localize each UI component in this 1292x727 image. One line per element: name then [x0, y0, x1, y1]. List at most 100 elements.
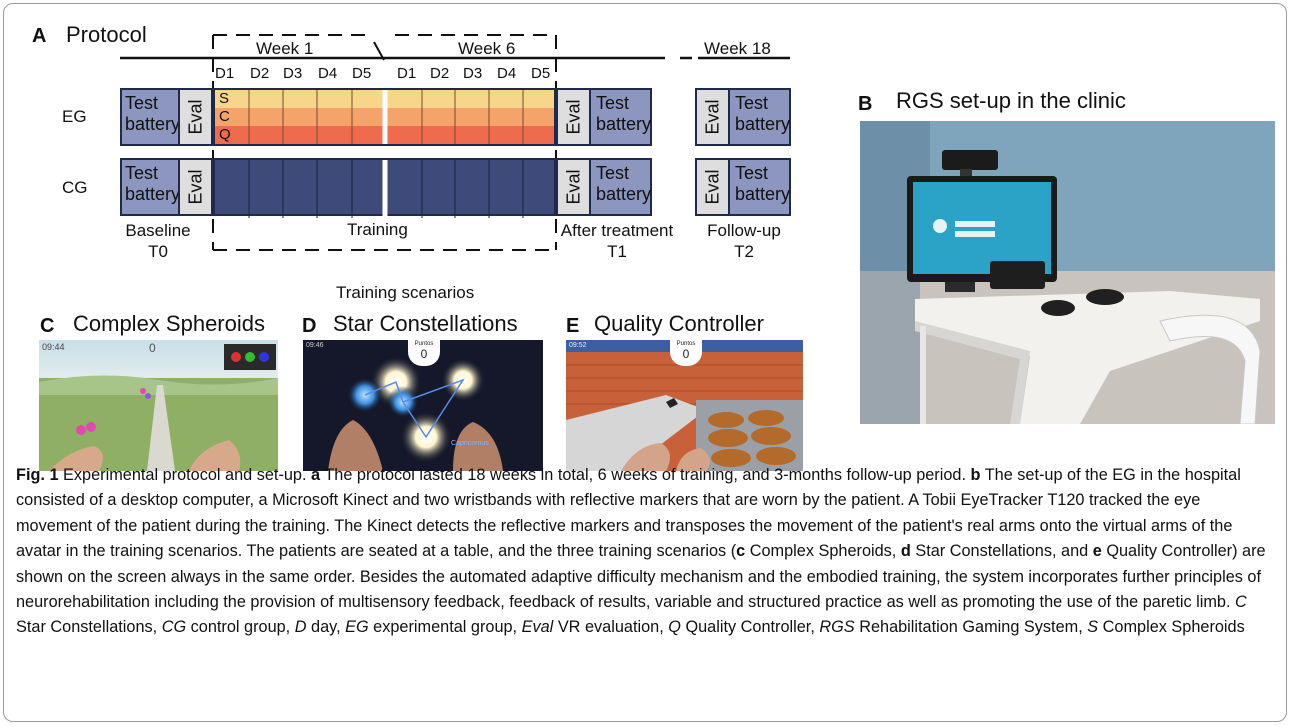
game-timer: 09:52	[569, 342, 587, 349]
abbr-key: CG	[161, 618, 187, 637]
protocol-lines	[120, 34, 790, 251]
eg-eval-t0: Eval	[178, 88, 213, 146]
day-label: D4	[318, 65, 338, 82]
game-timer: 09:46	[306, 342, 324, 349]
caption-text-c: Complex Spheroids,	[745, 542, 901, 561]
panel-a-title: Protocol	[66, 22, 147, 47]
test-text: Test	[735, 163, 769, 183]
day-label: D2	[250, 65, 270, 82]
eval-text: Eval	[702, 99, 722, 135]
battery-text: battery	[125, 184, 181, 204]
abbr-key: Q	[668, 618, 681, 637]
caption-ref-e: e	[1092, 542, 1102, 561]
quality-controller-screenshot: Puntos 0 09:52	[566, 340, 803, 471]
week1-label: Week 1	[256, 39, 314, 58]
eg-eval-t2: Eval	[695, 88, 730, 146]
test-text: Test	[735, 93, 769, 113]
cg-eval-t1: Eval	[556, 158, 591, 216]
day-label: D5	[531, 65, 551, 82]
eg-eval-t1: Eval	[556, 88, 591, 146]
abbr-value: Rehabilitation Gaming System,	[854, 618, 1088, 637]
points-badge: Puntos 0	[408, 340, 440, 366]
abbr-key: S	[1087, 618, 1099, 637]
abbr-value: control group,	[186, 618, 295, 637]
panel-b-title: RGS set-up in the clinic	[896, 88, 1126, 113]
abbr-value: VR evaluation,	[553, 618, 669, 637]
caption-ref-c: c	[736, 542, 746, 561]
test-text: Test	[125, 163, 159, 183]
caption-ref-a: a	[311, 466, 321, 484]
caption-intro: Experimental protocol and set-up.	[58, 466, 312, 484]
cg-eval-t0: Eval	[178, 158, 213, 216]
caption-ref-d: d	[900, 542, 911, 561]
panel-d-letter: D	[302, 315, 317, 337]
panel-d-title: Star Constellations	[333, 311, 518, 336]
test-text: Test	[596, 93, 630, 113]
constellation-name: Capricornus	[451, 440, 489, 447]
caption-ref-b: b	[970, 466, 981, 484]
panel-a-letter: A	[32, 25, 47, 47]
abbr-value: day,	[306, 618, 346, 637]
caption-fig-number: Fig. 1	[16, 466, 59, 484]
caption-text-d: Star Constellations, and	[910, 542, 1093, 561]
week6-label: Week 6	[458, 39, 516, 58]
panel-c-letter: C	[40, 315, 55, 337]
game-timer: 09:44	[42, 342, 65, 352]
day-label: D4	[497, 65, 517, 82]
day-label: D1	[397, 65, 417, 82]
panel-b-letter: B	[858, 93, 873, 115]
abbr-key: C	[1235, 593, 1247, 612]
complex-spheroids-screenshot: 09:44 0	[39, 340, 278, 471]
eval-text: Eval	[702, 169, 722, 205]
cg-eval-t2: Eval	[695, 158, 730, 216]
eval-text: Eval	[185, 99, 205, 135]
eval-text: Eval	[563, 99, 583, 135]
day-label: D3	[283, 65, 303, 82]
row-cg-label: CG	[62, 178, 88, 197]
week18-label: Week 18	[704, 39, 771, 58]
day-labels: D1 D2 D3 D4 D5 D1 D2 D3 D4 D5	[213, 65, 556, 85]
panel-e-letter: E	[566, 315, 580, 337]
day-label: D1	[215, 65, 235, 82]
abbr-value: experimental group,	[368, 618, 522, 637]
clinic-setup-photo	[860, 121, 1275, 424]
eg-training-grid: S C Q	[213, 88, 556, 146]
eval-text: Eval	[185, 169, 205, 205]
training-label: Training	[347, 220, 408, 239]
caption-text-a: The protocol lasted 18 weeks in total, 6…	[320, 466, 971, 484]
abbr-key: RGS	[819, 618, 855, 637]
training-scenarios-heading: Training scenarios	[336, 283, 475, 302]
abbr-value: Quality Controller,	[680, 618, 820, 637]
caption-text-b: The set-up of the EG in the hospital con…	[16, 466, 1241, 561]
abbr-value: Complex Spheroids	[1098, 618, 1245, 637]
points-badge: Puntos 0	[670, 340, 702, 366]
battery-text: battery	[735, 114, 791, 134]
caption-text-e: Quality Controller) are shown on the scr…	[16, 542, 1266, 612]
abbr-key: EG	[345, 618, 369, 637]
battery-text: battery	[125, 114, 181, 134]
test-text: Test	[125, 93, 159, 113]
star-constellations-screenshot: Puntos 0 09:46 Capricornus	[303, 340, 543, 471]
test-text: Test	[596, 163, 630, 183]
figure-caption: Fig. 1 Experimental protocol and set-up.…	[16, 463, 1276, 641]
panel-e-title: Quality Controller	[594, 311, 764, 336]
day-label: D5	[352, 65, 372, 82]
game-score: 0	[149, 341, 156, 355]
abbr-key: Eval	[521, 618, 554, 637]
figure-frame	[3, 3, 1287, 722]
cg-training-grid	[213, 158, 556, 218]
battery-text: battery	[735, 184, 791, 204]
row-eg-label: EG	[62, 107, 87, 126]
abbr-value: Star Constellations,	[16, 618, 162, 637]
day-label: D3	[463, 65, 483, 82]
day-label: D2	[430, 65, 450, 82]
eval-text: Eval	[563, 169, 583, 205]
